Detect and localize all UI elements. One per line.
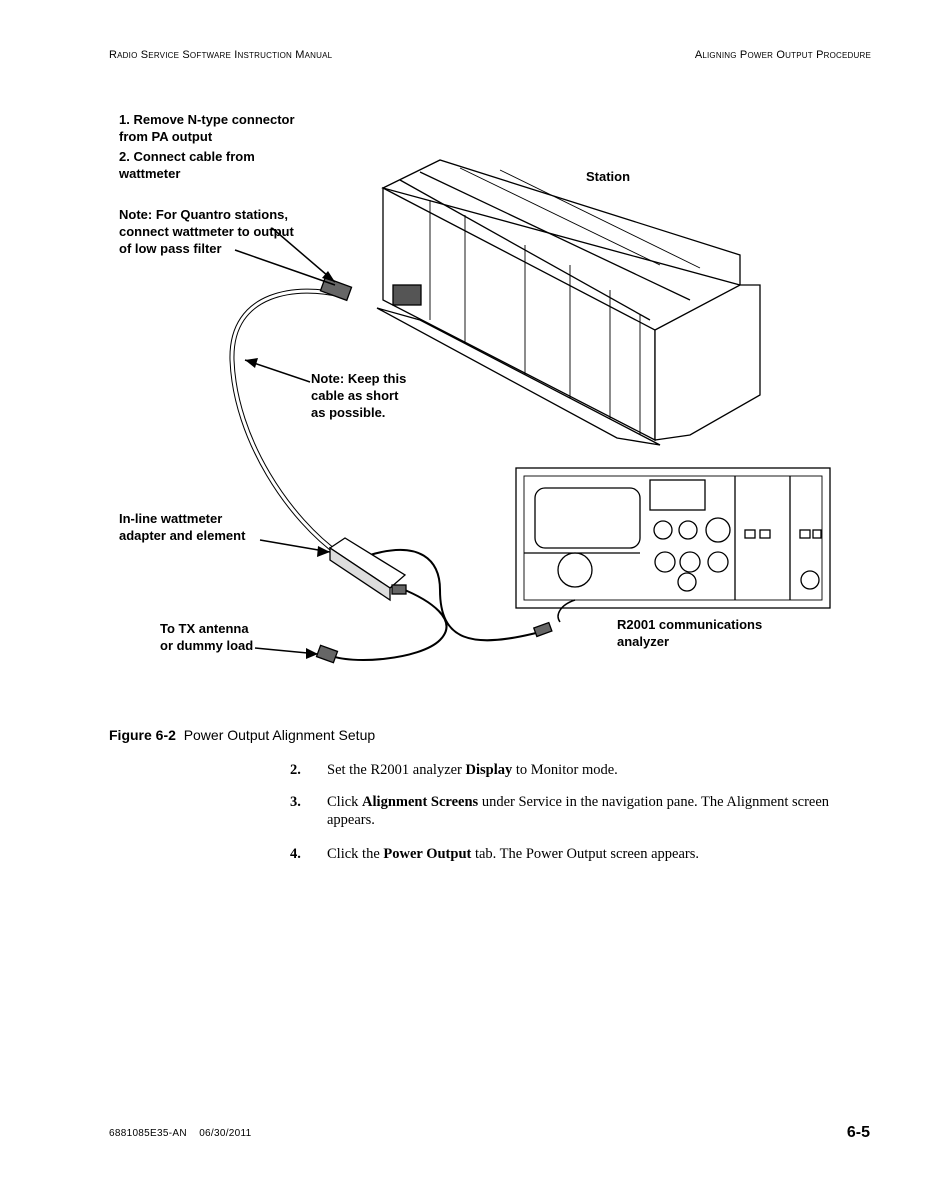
label-analyzer: R2001 communications analyzer: [617, 617, 763, 649]
step-number: 3.: [290, 794, 301, 810]
step-text: Set the R2001 analyzer: [327, 762, 466, 778]
step-3: 3. Click Alignment Screens under Service…: [290, 793, 860, 829]
footer-doc-info: 6881085E35-AN 06/30/2011: [109, 1128, 252, 1139]
step-text: under Service in the navigation pane. Th…: [327, 794, 830, 828]
step-2: 2. Set the R2001 analyzer Display to Mon…: [290, 761, 860, 779]
label-note-quantro: Note: For Quantro stations, connect watt…: [119, 207, 294, 256]
step-bold-term: Alignment Screens: [362, 794, 479, 810]
step-text: Click: [327, 794, 363, 810]
step-bold-term: Power Output: [383, 846, 472, 862]
header-section-title: Aligning Power Output Procedure: [694, 49, 871, 61]
figure-caption: Figure 6-2 Power Output Alignment Setup: [109, 727, 375, 743]
step-4: 4. Click the Power Output tab. The Power…: [290, 845, 860, 863]
label-note-short-cable: Note: Keep this cable as short as possib…: [311, 371, 407, 420]
figure-number: Figure 6-2: [109, 727, 176, 743]
label-remove-connector: 1. Remove N-type connector from PA outpu…: [119, 112, 295, 144]
step-number: 4.: [290, 846, 301, 862]
step-bold-term: Display: [465, 762, 513, 778]
page-number: 6-5: [846, 1124, 870, 1141]
label-station: Station: [586, 169, 631, 184]
wattmeter-illustration: [328, 537, 407, 602]
doc-id: 6881085E35-AN: [109, 1128, 187, 1139]
step-text: tab. The Power Output screen appears.: [471, 846, 699, 862]
header-manual-title: Radio Service Software Instruction Manua…: [109, 49, 333, 61]
analyzer-illustration: [515, 467, 831, 609]
label-wattmeter: In-line wattmeter adapter and element: [119, 511, 246, 543]
figure-title: Power Output Alignment Setup: [183, 727, 376, 743]
step-text: Click the: [327, 846, 384, 862]
label-tx-antenna: To TX antenna or dummy load: [160, 621, 254, 653]
doc-date: 06/30/2011: [199, 1128, 252, 1139]
label-connect-cable: 2. Connect cable from wattmeter: [119, 149, 255, 181]
step-number: 2.: [290, 762, 301, 778]
station-illustration: [376, 159, 761, 446]
step-text: to Monitor mode.: [512, 762, 618, 778]
